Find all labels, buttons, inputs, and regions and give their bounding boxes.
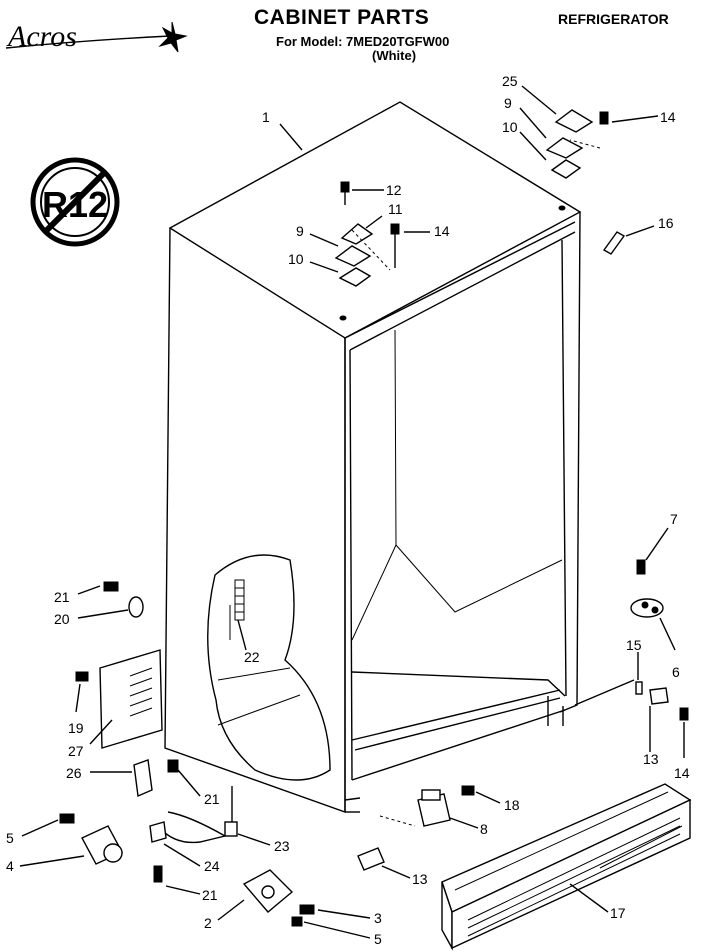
callout-21-left: 21 [54, 589, 70, 605]
model-variant: (White) [372, 48, 417, 63]
callout-11: 11 [388, 201, 403, 217]
callout-4: 4 [6, 858, 14, 874]
left-side-parts [75, 581, 179, 798]
page-title: CABINET PARTS [254, 6, 430, 29]
callout-24: 24 [204, 858, 220, 874]
callout-20: 20 [54, 611, 70, 627]
callout-2: 2 [204, 915, 212, 931]
top-hinge-center [334, 181, 400, 287]
callout-3: 3 [374, 910, 382, 926]
callout-26: 26 [66, 765, 82, 781]
star-icon [158, 21, 188, 53]
r12-badge: R12 [30, 157, 120, 247]
leader-lines [19, 85, 685, 939]
callout-9-top-center: 9 [296, 223, 304, 239]
cabinet-shell [164, 101, 582, 813]
callout-19: 19 [68, 720, 84, 736]
callout-21-bottom: 21 [202, 887, 218, 903]
bottom-center-parts [357, 785, 475, 871]
callout-7: 7 [670, 511, 678, 527]
callout-1: 1 [262, 109, 270, 125]
callout-10-top-right: 10 [502, 119, 518, 135]
callout-18: 18 [504, 797, 520, 813]
callout-10-top-center: 10 [288, 251, 304, 267]
callout-17: 17 [610, 905, 626, 921]
callout-13-bottom: 13 [412, 871, 428, 887]
callout-21-mid: 21 [204, 791, 220, 807]
bottom-left-parts [59, 786, 315, 927]
product-category: REFRIGERATOR [558, 11, 669, 27]
callout-9-top-right: 9 [504, 95, 512, 111]
callout-23: 23 [274, 838, 290, 854]
callout-27: 27 [68, 743, 84, 759]
callout-16: 16 [658, 215, 674, 231]
callout-6: 6 [672, 664, 680, 680]
drain-tube-part [234, 579, 245, 621]
callout-labels: 1 25 9 10 14 12 11 9 14 10 16 7 21 20 22… [6, 73, 690, 947]
callout-14-right: 14 [674, 765, 690, 781]
callout-14-top-right: 14 [660, 109, 676, 125]
callout-22: 22 [244, 649, 260, 665]
callout-13-right: 13 [643, 751, 659, 767]
brand-logo: Acros [5, 20, 188, 53]
model-number: For Model: 7MED20TGFW00 [276, 34, 450, 49]
callout-12: 12 [386, 182, 402, 198]
callout-25: 25 [502, 73, 518, 89]
base-grille [441, 783, 692, 951]
callout-5-left: 5 [6, 830, 14, 846]
brand-logo-text: Acros [6, 20, 77, 53]
lower-hinge-right [574, 559, 689, 721]
callout-14-top-center: 14 [434, 223, 450, 239]
callout-5-bottom: 5 [374, 931, 382, 947]
top-hinge-right [545, 109, 609, 179]
callout-8: 8 [480, 821, 488, 837]
clip-part-16 [602, 231, 626, 255]
callout-15: 15 [626, 637, 642, 653]
